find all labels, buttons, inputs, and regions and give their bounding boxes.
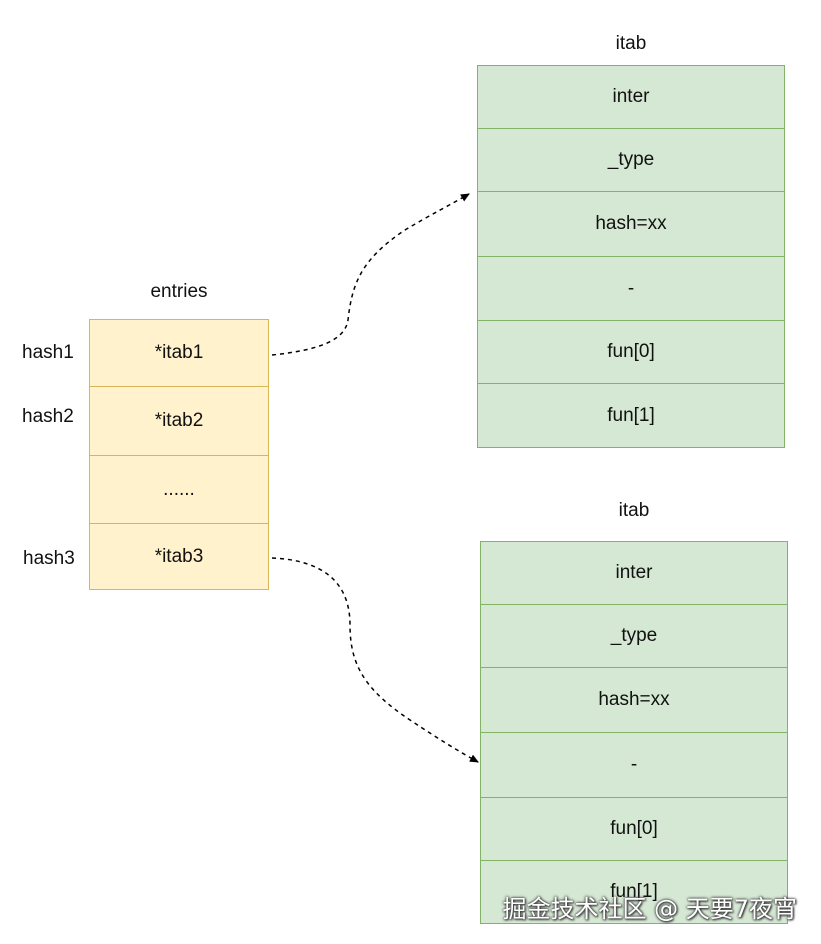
itab-top-cell-fun0: fun[0] [477,320,785,384]
itab-title-bottom: itab [618,500,650,521]
itab-bottom-cell-type: _type [480,604,788,668]
hash-label-1: hash1 [22,342,74,363]
arrow-itab1-to-top-itab [271,193,470,356]
itab-bottom-cell-fun1: fun[1] [480,860,788,924]
itab-bottom-cell-fun0: fun[0] [480,797,788,861]
itab-top-cell-type: _type [477,128,785,192]
entries-title: entries [150,281,208,302]
itab-top-cell-inter: inter [477,65,785,129]
hash-label-2: hash2 [22,406,74,427]
watermark: 掘金技术社区 @ 天要7夜宵 [502,895,797,923]
entry-cell-itab2: *itab2 [89,386,269,456]
itab-top-cell-fun1: fun[1] [477,383,785,448]
entry-cell-itab3: *itab3 [89,523,269,590]
arrow-itab3-to-bottom-itab [271,557,479,763]
hash-label-3: hash3 [23,548,75,569]
itab-title-top: itab [615,33,647,54]
itab-top-cell-hash: hash=xx [477,191,785,257]
itab-top-cell-dash: - [477,256,785,321]
itab-bottom-cell-hash: hash=xx [480,667,788,733]
